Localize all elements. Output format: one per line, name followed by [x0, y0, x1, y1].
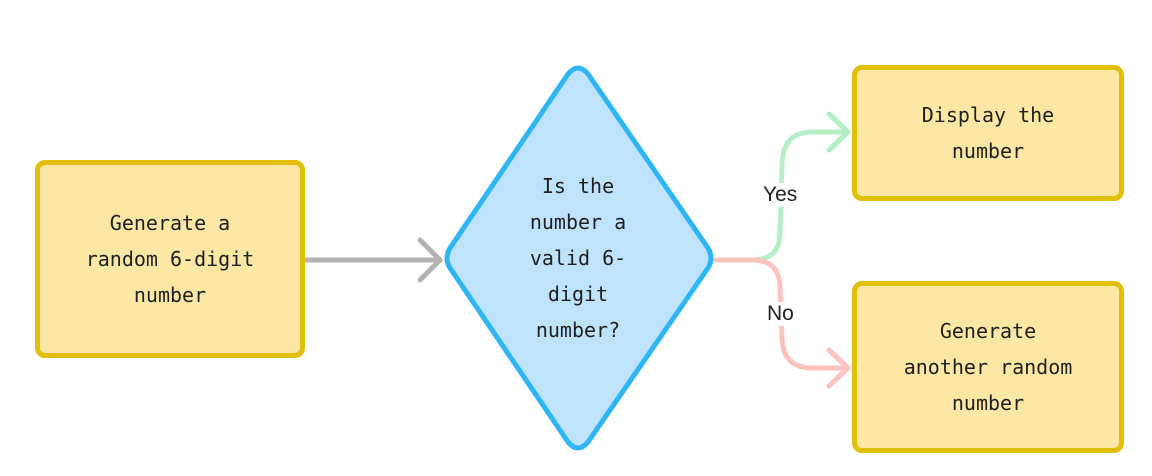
decision-diamond[interactable]	[444, 65, 714, 451]
start-node-label: Generate a random 6-digit number	[85, 211, 255, 307]
decision-node-label: Is the number a valid 6- digit number?	[529, 174, 627, 342]
yes-edge-label: Yes	[761, 183, 800, 207]
arrow-start-to-decision	[302, 237, 443, 283]
no-edge-label: No	[765, 302, 796, 326]
yes-target-node-label: Display the number	[921, 103, 1055, 163]
yes-target-node[interactable]: Display the number	[852, 65, 1124, 201]
start-node[interactable]: Generate a random 6-digit number	[35, 160, 305, 358]
no-target-node-label: Generate another random number	[903, 319, 1073, 415]
no-target-node[interactable]: Generate another random number	[852, 281, 1124, 453]
